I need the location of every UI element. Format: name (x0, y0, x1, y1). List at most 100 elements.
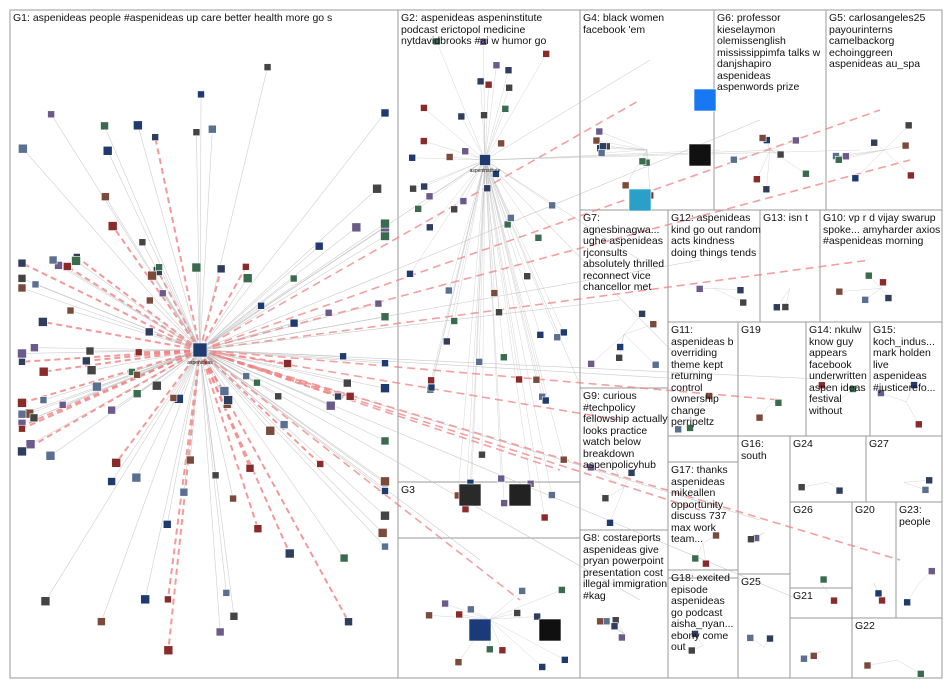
graph-node[interactable] (197, 90, 205, 99)
graph-node[interactable] (802, 169, 810, 178)
graph-node[interactable] (842, 152, 850, 161)
graph-node[interactable] (245, 463, 255, 473)
graph-node[interactable] (151, 133, 159, 141)
graph-node[interactable] (878, 596, 886, 605)
graph-node[interactable] (351, 222, 362, 233)
graph-node[interactable] (587, 360, 595, 368)
graph-node[interactable] (483, 184, 492, 193)
graph-node[interactable] (618, 633, 626, 642)
graph-node[interactable] (284, 548, 295, 559)
graph-node[interactable] (459, 197, 468, 205)
graph-node[interactable] (495, 308, 503, 317)
graph-node[interactable] (500, 499, 508, 507)
graph-node[interactable] (381, 487, 389, 495)
graph-node[interactable] (505, 83, 513, 92)
graph-node[interactable] (884, 294, 893, 302)
graph-node[interactable] (381, 359, 389, 367)
graph-node[interactable] (809, 652, 818, 660)
graph-node[interactable] (345, 392, 355, 401)
graph-node[interactable] (131, 472, 142, 483)
graph-node[interactable] (432, 37, 441, 46)
graph-node[interactable] (559, 455, 568, 464)
graph-node[interactable] (18, 358, 26, 366)
graph-node[interactable] (279, 420, 289, 429)
graph-node[interactable] (533, 612, 541, 621)
graph-node[interactable] (48, 255, 58, 265)
graph-node[interactable] (490, 289, 499, 297)
graph-node[interactable] (501, 105, 510, 113)
graph-node[interactable] (758, 134, 767, 142)
graph-node[interactable] (325, 400, 336, 411)
graph-node[interactable] (874, 589, 883, 598)
graph-node[interactable] (558, 586, 566, 594)
graph-node[interactable] (904, 121, 913, 130)
graph-node[interactable] (921, 486, 930, 494)
graph-node[interactable] (133, 120, 143, 131)
graph-node[interactable] (781, 303, 790, 311)
graph-node[interactable] (253, 378, 261, 387)
graph-node[interactable] (497, 139, 505, 148)
graph-node[interactable] (587, 463, 595, 472)
graph-node[interactable] (540, 513, 549, 522)
graph-node[interactable] (776, 150, 785, 159)
graph-node[interactable] (774, 398, 783, 407)
graph-node[interactable] (39, 396, 48, 404)
graph-node[interactable] (377, 528, 388, 538)
graph-node[interactable] (274, 392, 283, 401)
graph-node[interactable] (425, 611, 433, 620)
graph-node[interactable] (515, 375, 523, 384)
graph-node[interactable] (475, 358, 483, 366)
graph-node[interactable] (344, 617, 353, 627)
graph-node[interactable] (849, 385, 857, 393)
graph-node[interactable] (651, 360, 660, 369)
graph-node[interactable] (380, 312, 390, 322)
graph-node[interactable] (548, 201, 556, 210)
graph-node[interactable] (479, 37, 488, 46)
graph-node[interactable] (40, 596, 51, 607)
graph-node[interactable] (602, 617, 611, 626)
graph-node[interactable] (480, 111, 488, 119)
graph-node[interactable] (18, 143, 28, 154)
graph-node[interactable] (219, 386, 230, 396)
graph-node[interactable] (538, 618, 562, 642)
graph-node[interactable] (324, 308, 333, 317)
graph-node[interactable] (426, 223, 434, 232)
graph-node[interactable] (419, 137, 428, 145)
graph-node[interactable] (107, 221, 118, 231)
graph-node[interactable] (476, 77, 485, 86)
graph-node[interactable] (917, 670, 925, 678)
graph-node[interactable] (71, 256, 81, 266)
graph-node[interactable] (915, 420, 923, 429)
graph-node[interactable] (191, 262, 202, 273)
graph-node[interactable] (773, 303, 781, 312)
graph-node[interactable] (753, 175, 761, 183)
graph-node[interactable] (691, 630, 699, 638)
graph-node[interactable] (253, 524, 263, 534)
graph-node[interactable] (380, 383, 390, 393)
graph-node[interactable] (595, 127, 604, 136)
graph-node[interactable] (380, 108, 390, 118)
graph-node[interactable] (263, 63, 272, 71)
graph-node[interactable] (339, 553, 349, 563)
graph-node[interactable] (147, 270, 157, 281)
graph-node[interactable] (870, 138, 878, 147)
graph-node[interactable] (192, 128, 201, 137)
graph-node[interactable] (479, 154, 491, 166)
graph-node[interactable] (45, 450, 56, 461)
graph-node[interactable] (553, 333, 562, 342)
graph-node[interactable] (314, 241, 324, 251)
graph-node[interactable] (445, 153, 454, 161)
graph-node[interactable] (132, 389, 142, 398)
graph-node[interactable] (316, 460, 325, 468)
graph-node[interactable] (507, 214, 515, 222)
graph-node[interactable] (211, 471, 220, 480)
graph-node[interactable] (144, 327, 154, 337)
graph-node[interactable] (457, 112, 466, 121)
graph-node[interactable] (863, 661, 872, 670)
graph-node[interactable] (450, 317, 459, 325)
graph-node[interactable] (903, 598, 911, 607)
graph-node[interactable] (17, 283, 27, 293)
graph-node[interactable] (158, 289, 167, 298)
graph-node[interactable] (242, 263, 250, 271)
graph-node[interactable] (792, 136, 800, 145)
